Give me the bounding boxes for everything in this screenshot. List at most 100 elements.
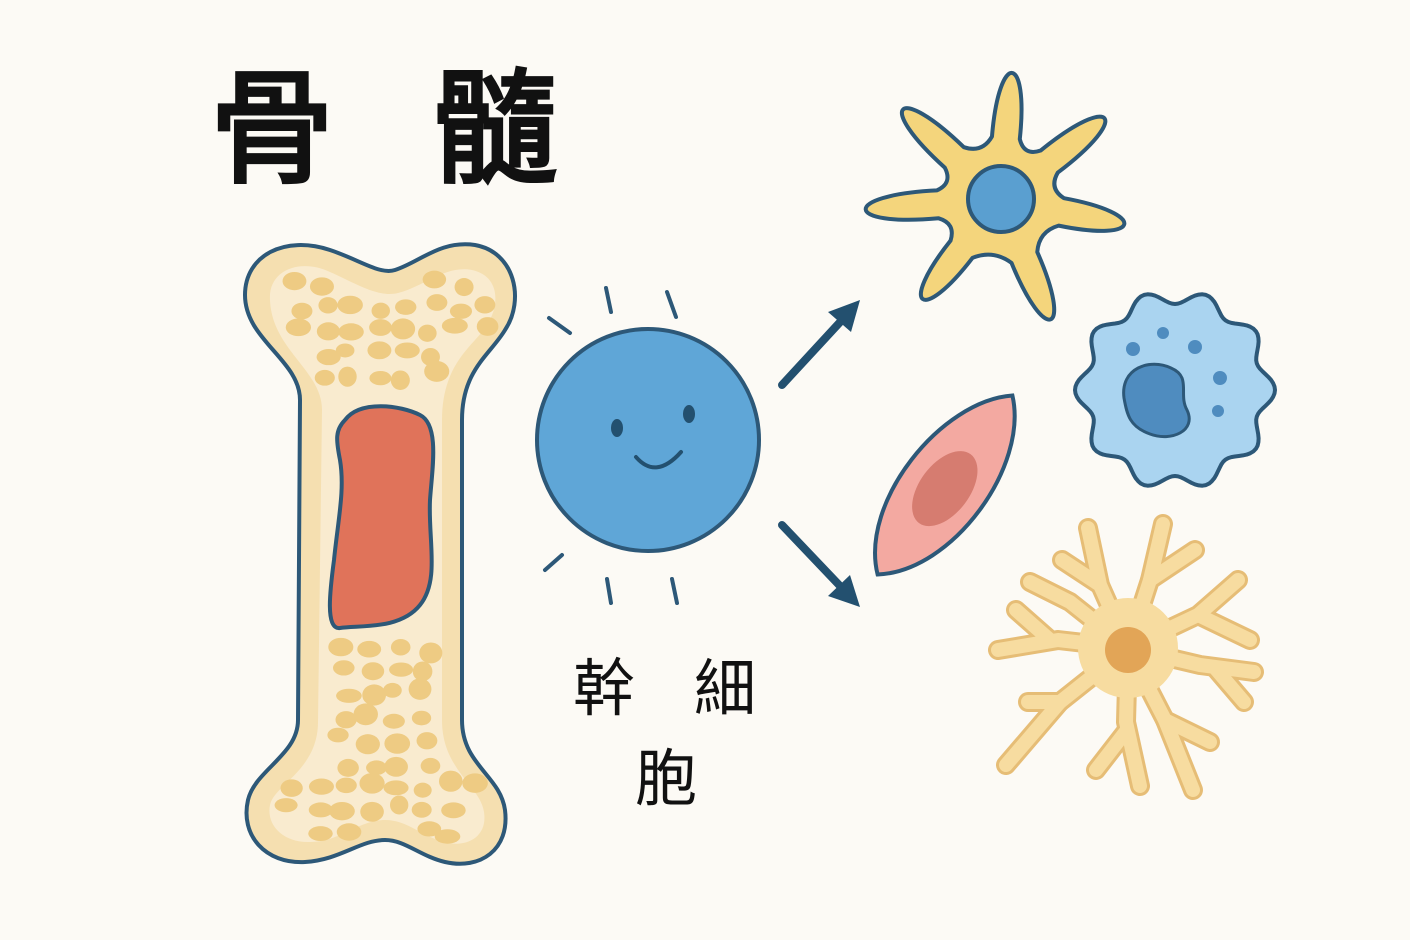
ray: [665, 290, 678, 319]
ray: [547, 316, 572, 335]
bone-dot: [411, 710, 432, 726]
bone-dot: [426, 294, 448, 311]
bone-dot: [357, 640, 382, 658]
blue-cell-granule: [1212, 405, 1224, 417]
blue-cell-nucleus: [1122, 362, 1191, 439]
bone-dot: [316, 322, 340, 341]
bone-dot: [419, 642, 443, 664]
ray: [604, 286, 613, 314]
bone-dot: [417, 821, 442, 837]
bone-dot: [434, 829, 461, 844]
bone-dot: [382, 713, 405, 729]
blue-cell-granule: [1213, 371, 1227, 385]
bone-dot: [335, 711, 357, 729]
bone-dot: [390, 370, 410, 390]
bone-dot: [337, 295, 363, 315]
arrow-head: [828, 300, 860, 332]
neuron-branch: [1009, 603, 1057, 647]
bone-dot: [383, 780, 409, 796]
bone-dot: [338, 366, 357, 387]
bone-dot: [384, 733, 411, 754]
bone-dot: [355, 734, 380, 755]
bone-dot: [476, 317, 499, 336]
bone-dot: [329, 801, 355, 821]
bone-dot: [316, 348, 341, 366]
bone-dot: [335, 777, 357, 794]
arrow-shaft: [778, 521, 845, 591]
neuron-cell-icon: [988, 514, 1264, 800]
arrow-down-right-icon: [778, 521, 860, 607]
stem-cell-label: 幹 細 胞: [573, 652, 756, 815]
spongy-bone-dots: [274, 270, 499, 844]
title: 骨 髓: [210, 58, 557, 202]
bone-dot: [359, 773, 385, 794]
bone-dot: [412, 661, 433, 682]
bone-dot: [383, 682, 402, 698]
neuron-branch: [1158, 713, 1217, 749]
blue-cell-granule: [1188, 340, 1202, 354]
bone-dot: [390, 638, 411, 656]
bone-dot: [390, 318, 416, 340]
arrow-up-right-icon: [778, 300, 860, 389]
bone-dot: [360, 801, 384, 822]
spindle-cell-icon: [873, 393, 1017, 577]
bone-dot: [332, 660, 355, 676]
bone-dot: [338, 323, 364, 341]
bone-dot: [384, 756, 408, 777]
bone-dot: [308, 802, 333, 818]
bone-dot: [318, 297, 338, 314]
bone-dot: [367, 341, 392, 360]
ray: [670, 577, 679, 605]
star-cell-icon: [863, 71, 1127, 322]
neuron-branch: [1143, 543, 1202, 587]
bone-dot: [389, 795, 409, 815]
bone-dot: [474, 296, 496, 314]
bone-dot: [462, 773, 488, 793]
ray: [605, 577, 613, 605]
bone-dot: [309, 277, 334, 296]
stem-cell-eye-right: [683, 405, 695, 423]
stem-cell-icon: [535, 286, 761, 605]
blue-cell-icon: [1073, 292, 1277, 488]
ray: [543, 553, 564, 572]
neuron-branch: [1055, 553, 1107, 592]
stem-cell-rays: [543, 286, 679, 605]
bone-dot: [291, 302, 313, 320]
bone-dot: [449, 303, 473, 319]
blue-cell-granule: [1126, 342, 1140, 356]
bone-dot: [454, 278, 474, 297]
blue-cell-granules: [1126, 327, 1227, 417]
bone-dot: [285, 318, 311, 337]
bone-dot: [353, 703, 378, 726]
label-char-3: 胞: [635, 742, 697, 815]
neuron-branch: [1191, 608, 1257, 647]
bone-dot: [280, 779, 303, 797]
bone-dot: [416, 732, 438, 750]
bone-dot: [408, 678, 432, 700]
bone-dot: [441, 317, 468, 334]
bone-dot: [411, 801, 432, 818]
bone-dot: [336, 688, 362, 703]
arrow-shaft: [778, 316, 846, 389]
neuron-branch: [1089, 723, 1134, 777]
bone-dot: [336, 823, 362, 841]
bone-dot: [366, 760, 387, 776]
bone-dot: [395, 299, 417, 315]
bone-dot: [413, 782, 432, 798]
label-char-2: 細: [694, 652, 756, 725]
bone-dot: [314, 369, 335, 386]
neuron-nucleus: [1105, 627, 1151, 673]
bone-dot: [418, 324, 437, 342]
bone-dot: [282, 271, 307, 291]
bone-dot: [420, 757, 441, 774]
star-cell-nucleus: [966, 164, 1036, 234]
bone-dot: [371, 302, 390, 319]
bone-icon: [242, 242, 517, 866]
title-char-bone: 骨: [210, 58, 334, 202]
title-char-marrow: 髓: [433, 58, 557, 202]
bone-dot: [327, 727, 349, 743]
neuron-branch: [1208, 661, 1251, 709]
bone-dot: [308, 826, 333, 842]
spindle-cell-nucleus: [912, 451, 978, 527]
